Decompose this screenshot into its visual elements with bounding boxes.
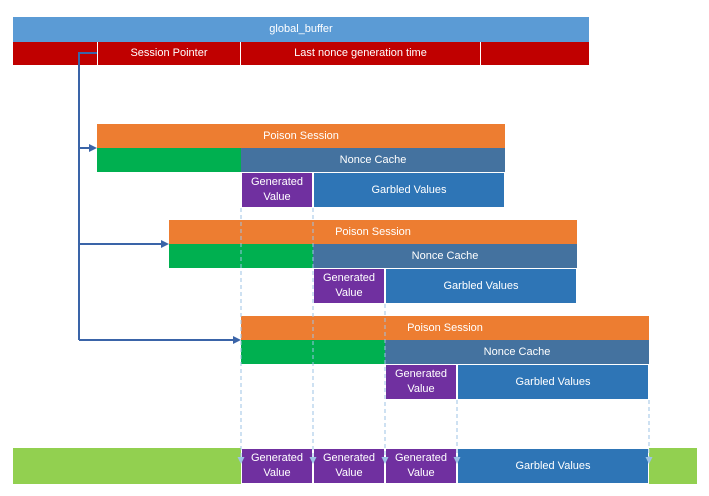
nonce-cache-3: Nonce Cache bbox=[385, 340, 649, 364]
output-generated-value-1: Generated Value bbox=[241, 448, 313, 484]
garbled-values-3: Garbled Values bbox=[457, 364, 649, 400]
output-generated-value-3-line1: Generated bbox=[395, 452, 447, 464]
output-generated-value-2-line2: Value bbox=[335, 467, 363, 479]
nonce-cache-1-label: Nonce Cache bbox=[339, 153, 407, 166]
session-pointer-field: Session Pointer bbox=[97, 42, 241, 65]
output-generated-value-3: Generated Value bbox=[385, 448, 457, 484]
output-garbled-values: Garbled Values bbox=[457, 448, 649, 484]
session-pointer-label: Session Pointer bbox=[130, 47, 208, 59]
generated-value-1: Generated Value bbox=[241, 172, 313, 208]
generated-value-2-line2: Value bbox=[335, 287, 363, 299]
generated-value-3-line1: Generated bbox=[395, 368, 447, 380]
generated-value-3-line2: Value bbox=[407, 383, 435, 395]
generated-value-2: Generated Value bbox=[313, 268, 385, 304]
output-generated-value-3-line2: Value bbox=[407, 467, 435, 479]
garbled-values-1: Garbled Values bbox=[313, 172, 505, 208]
garbled-values-2-label: Garbled Values bbox=[443, 279, 519, 292]
poison-session-2-title: Poison Session bbox=[335, 225, 411, 238]
global-buffer-field-tail bbox=[481, 42, 589, 65]
generated-value-2-line1: Generated bbox=[323, 272, 375, 284]
nonce-cache-3-label: Nonce Cache bbox=[483, 345, 551, 358]
poison-session-1-title: Poison Session bbox=[263, 129, 339, 142]
pointer-trunk-line bbox=[78, 52, 97, 340]
generated-value-1-line2: Value bbox=[263, 191, 291, 203]
garbled-values-2: Garbled Values bbox=[385, 268, 577, 304]
poison-session-1-header: Poison Session bbox=[97, 124, 505, 148]
global-buffer-field-blank bbox=[13, 42, 97, 65]
output-garbled-values-label: Garbled Values bbox=[515, 459, 591, 472]
poison-session-3-title: Poison Session bbox=[407, 321, 483, 334]
nonce-cache-1: Nonce Cache bbox=[241, 148, 505, 172]
output-generated-value-1-line2: Value bbox=[263, 467, 291, 479]
garbled-values-1-label: Garbled Values bbox=[371, 183, 447, 196]
global-buffer-header: global_buffer bbox=[13, 17, 589, 42]
poison-session-2-header: Poison Session bbox=[169, 220, 577, 244]
poison-session-3-header: Poison Session bbox=[241, 316, 649, 340]
session-1-green-block bbox=[97, 148, 241, 172]
last-nonce-time-label: Last nonce generation time bbox=[294, 47, 427, 59]
nonce-cache-2-label: Nonce Cache bbox=[411, 249, 479, 262]
output-generated-value-2-line1: Generated bbox=[323, 452, 375, 464]
global-buffer-title: global_buffer bbox=[269, 23, 333, 35]
generated-value-1-line1: Generated bbox=[251, 176, 303, 188]
output-generated-value-2: Generated Value bbox=[313, 448, 385, 484]
output-generated-value-1-line1: Generated bbox=[251, 452, 303, 464]
last-nonce-time-field: Last nonce generation time bbox=[241, 42, 481, 65]
garbled-values-3-label: Garbled Values bbox=[515, 375, 591, 388]
nonce-cache-2: Nonce Cache bbox=[313, 244, 577, 268]
